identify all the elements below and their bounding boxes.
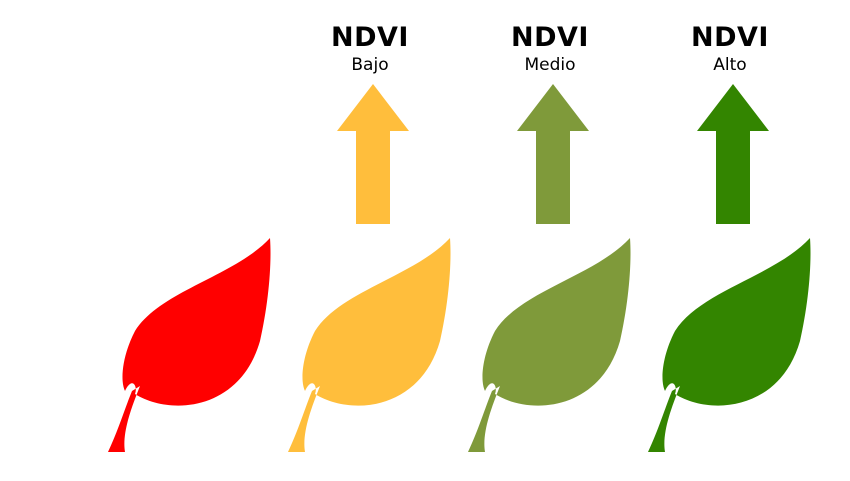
leaf-icon <box>108 238 271 452</box>
leaf-shape <box>648 238 811 452</box>
ndvi-column-alto: NDVI Alto <box>640 0 820 481</box>
leaf-shape <box>468 238 631 452</box>
arrow-shape <box>517 84 589 224</box>
ndvi-column-bajo: NDVI Bajo <box>280 0 460 481</box>
ndvi-level-label: Alto <box>713 55 747 75</box>
arrow-shape <box>697 84 769 224</box>
ndvi-title: NDVI <box>511 22 589 53</box>
arrow-shape <box>337 84 409 224</box>
ndvi-level-label: Medio <box>524 55 576 75</box>
arrow-up-icon <box>517 84 589 224</box>
arrow-up-icon <box>337 84 409 224</box>
ndvi-column-none <box>100 0 280 481</box>
leaf-icon <box>648 238 811 452</box>
leaf-shape <box>288 238 451 452</box>
ndvi-title: NDVI <box>331 22 409 53</box>
leaf-shape <box>108 238 271 452</box>
leaf-icon <box>288 238 451 452</box>
arrow-up-icon <box>697 84 769 224</box>
ndvi-column-medio: NDVI Medio <box>460 0 640 481</box>
ndvi-title: NDVI <box>691 22 769 53</box>
ndvi-level-label: Bajo <box>351 55 389 75</box>
leaf-icon <box>468 238 631 452</box>
